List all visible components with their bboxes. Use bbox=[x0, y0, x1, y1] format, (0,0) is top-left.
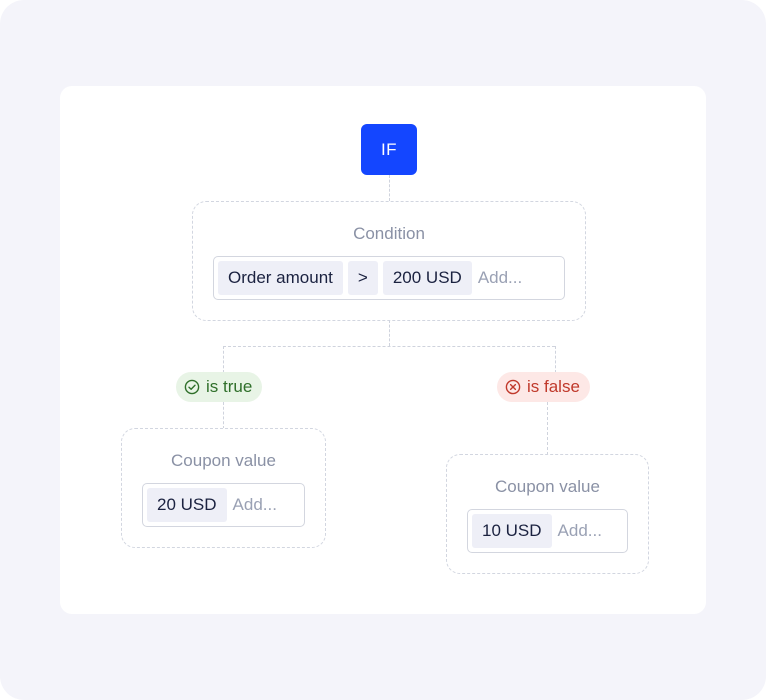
false-coupon-title: Coupon value bbox=[495, 477, 600, 496]
true-coupon-add-input[interactable]: Add... bbox=[232, 495, 277, 514]
condition-field[interactable]: Order amount > 200 USD Add... bbox=[213, 256, 565, 300]
connector-to-true bbox=[223, 346, 224, 373]
false-coupon-box: Coupon value 10 USD Add... bbox=[446, 454, 649, 574]
condition-chip-value[interactable]: 200 USD bbox=[382, 261, 472, 295]
x-circle-icon bbox=[505, 379, 521, 395]
false-coupon-chip[interactable]: 10 USD bbox=[472, 514, 552, 548]
check-circle-icon bbox=[184, 379, 200, 395]
false-coupon-add-input[interactable]: Add... bbox=[557, 521, 602, 540]
false-coupon-field[interactable]: 10 USD Add... bbox=[467, 509, 628, 553]
if-node[interactable]: IF bbox=[361, 124, 417, 175]
connector-true-to-box bbox=[223, 402, 224, 429]
connector-split-horizontal bbox=[223, 346, 555, 347]
is-true-badge[interactable]: is true bbox=[176, 372, 263, 402]
true-coupon-chip[interactable]: 20 USD bbox=[147, 488, 227, 522]
condition-add-input[interactable]: Add... bbox=[477, 268, 523, 287]
connector-condition-to-split bbox=[389, 320, 390, 346]
connector-false-to-box bbox=[547, 402, 548, 455]
is-false-badge[interactable]: is false bbox=[497, 372, 590, 402]
true-coupon-field[interactable]: 20 USD Add... bbox=[142, 483, 305, 527]
if-node-label: IF bbox=[380, 139, 398, 159]
condition-title: Condition bbox=[353, 224, 425, 243]
condition-box: Condition Order amount > 200 USD Add... bbox=[192, 201, 586, 321]
true-coupon-box: Coupon value 20 USD Add... bbox=[121, 428, 326, 548]
is-true-label: is true bbox=[206, 377, 253, 396]
is-false-label: is false bbox=[527, 377, 580, 396]
condition-chip-operator[interactable]: > bbox=[347, 261, 378, 295]
condition-chip-field[interactable]: Order amount bbox=[218, 261, 343, 295]
true-coupon-title: Coupon value bbox=[171, 451, 276, 470]
connector-if-to-condition bbox=[389, 175, 390, 201]
connector-to-false bbox=[555, 346, 556, 373]
